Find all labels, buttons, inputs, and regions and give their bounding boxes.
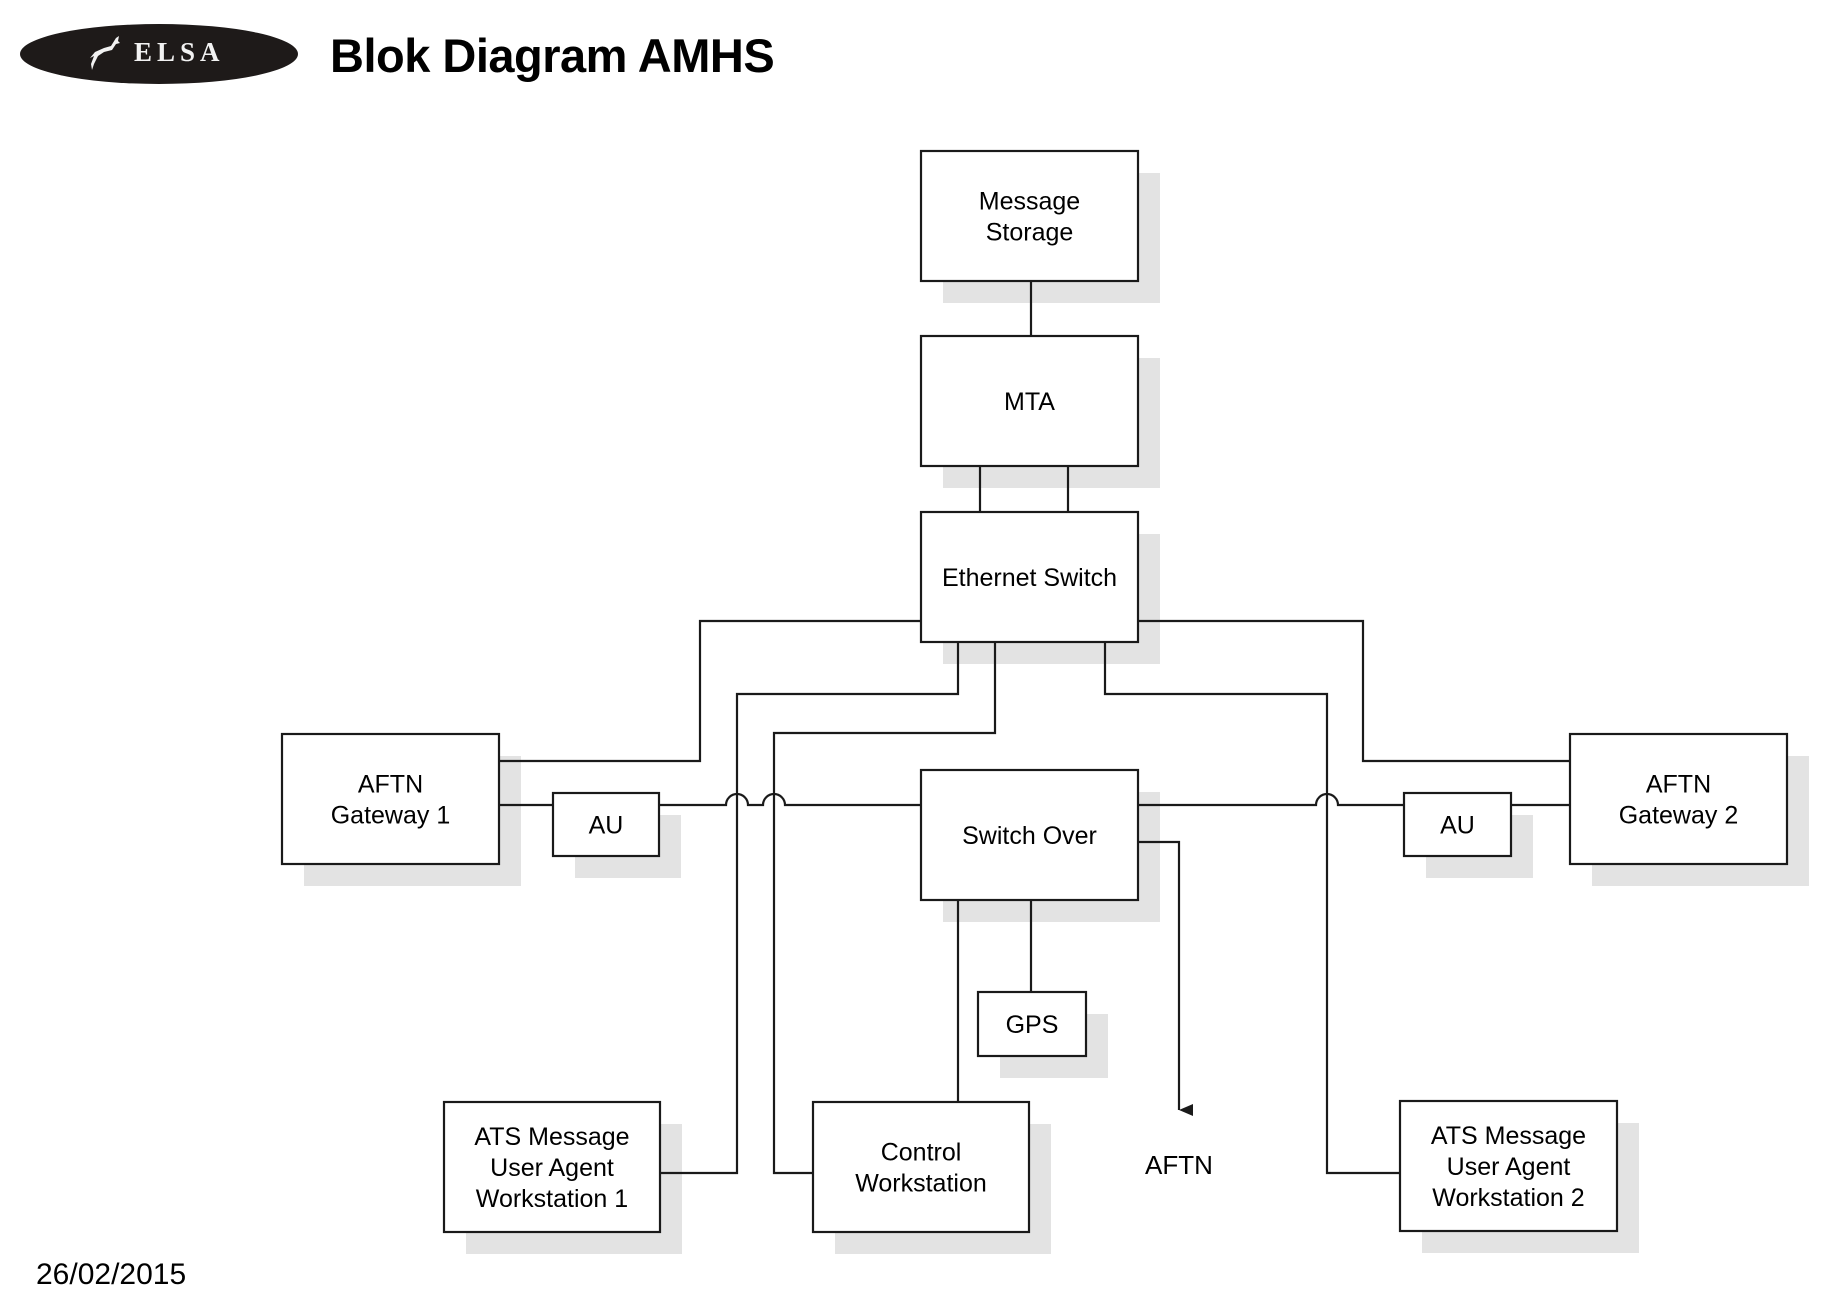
connector-eth-ats1 <box>660 642 960 1175</box>
message-storage-rect <box>919 149 1140 283</box>
message-storage-label: Storage <box>986 219 1074 247</box>
ats-ua-ws-2-label: ATS Message <box>1431 1122 1586 1150</box>
aftn-gateway-1-box: AFTN Gateway 1 <box>280 732 501 866</box>
switch-over-label: Switch Over <box>962 822 1097 850</box>
connector-eth-control <box>772 642 997 1175</box>
logo-text: ELSA <box>134 37 225 67</box>
elsa-logo: ELSA <box>20 24 298 84</box>
gps-label: GPS <box>1006 1011 1059 1039</box>
ats-ua-ws-1-label: User Agent <box>490 1154 614 1182</box>
switch-over-rect <box>919 768 1140 902</box>
aftn-gateway-2-rect <box>1568 732 1789 866</box>
aftn-gateway-1-label: AFTN <box>358 771 423 799</box>
ats-ua-ws-2-label: Workstation 2 <box>1432 1184 1584 1212</box>
ats-ua-ws-1-label: ATS Message <box>474 1123 629 1151</box>
mta-label: MTA <box>1004 388 1055 416</box>
message-storage-label: Message <box>979 188 1080 216</box>
aftn-gateway-2-label: Gateway 2 <box>1619 802 1739 830</box>
ats-ua-ws-1-label: Workstation 1 <box>476 1185 628 1213</box>
aftn-external-label: AFTN <box>1145 1150 1213 1180</box>
control-workstation-label: Workstation <box>855 1170 987 1198</box>
control-workstation-rect <box>811 1100 1031 1234</box>
ats-ua-ws-1-rect <box>442 1100 662 1234</box>
gps-box: GPS <box>976 990 1088 1058</box>
au-2-box: AU <box>1402 791 1513 858</box>
connector-switch-au2 <box>1138 792 1404 807</box>
connector-eth-ats2 <box>1103 642 1400 1175</box>
control-workstation-label: Control <box>881 1139 962 1167</box>
date-label: 26/02/2015 <box>36 1258 187 1291</box>
ethernet-switch-box: Ethernet Switch <box>919 510 1140 644</box>
mta-box: MTA <box>919 334 1140 468</box>
connector-eth-gw1 <box>499 619 921 763</box>
au-2-label: AU <box>1440 812 1475 840</box>
connector-switch-aftn-arrow <box>1138 840 1193 1116</box>
aftn-gateway-2-label: AFTN <box>1646 771 1711 799</box>
au-1-label: AU <box>589 812 624 840</box>
switch-over-box: Switch Over <box>919 768 1140 902</box>
au-2-rect <box>1402 791 1513 858</box>
aftn-gateway-1-label: Gateway 1 <box>331 802 451 830</box>
au-1-box: AU <box>551 791 661 858</box>
ethernet-switch-rect <box>919 510 1140 644</box>
connector-eth-gw2 <box>1138 619 1570 763</box>
page-title: Blok Diagram AMHS <box>330 29 775 82</box>
aftn-gateway-1-rect <box>280 732 501 866</box>
ethernet-switch-label: Ethernet Switch <box>942 564 1117 592</box>
mta-rect <box>919 334 1140 468</box>
ats-ua-ws-2-label: User Agent <box>1447 1153 1571 1181</box>
deer-icon <box>90 36 120 70</box>
connector-au1-switch <box>659 792 921 807</box>
ats-ua-ws-2-rect <box>1398 1099 1619 1233</box>
au-1-rect <box>551 791 661 858</box>
gps-rect <box>976 990 1088 1058</box>
aftn-gateway-2-box: AFTN Gateway 2 <box>1568 732 1789 866</box>
